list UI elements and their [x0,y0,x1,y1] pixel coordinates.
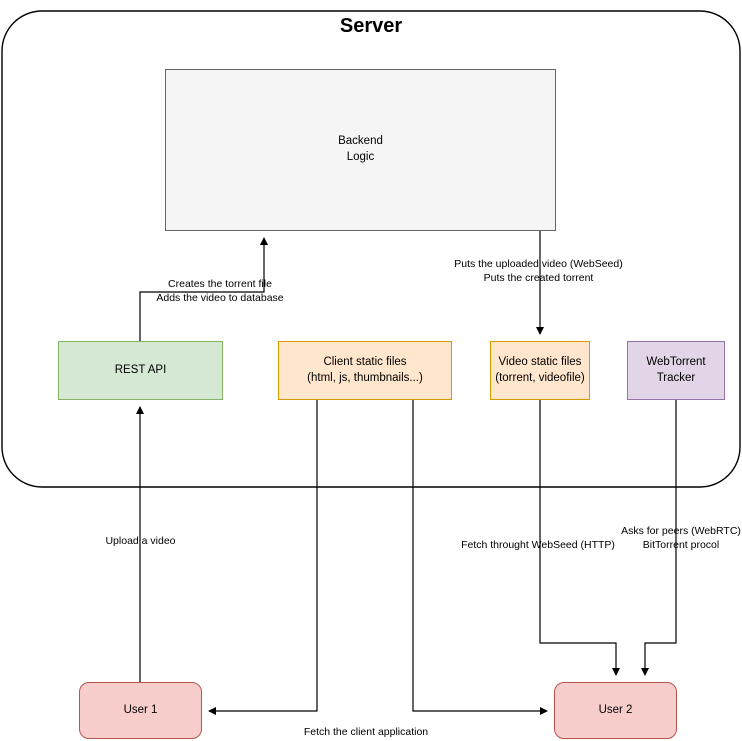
edge-label-fetch-webseed: Fetch throught WebSeed (HTTP) [461,539,615,551]
node-webtorrent-tracker[interactable]: WebTorrent Tracker [627,341,725,400]
node-client-static-files[interactable]: Client static files (html, js, thumbnail… [278,341,452,400]
node-video-static-files[interactable]: Video static files (torrent, videofile) [490,341,590,400]
edge-restapi-to-backend [139,237,268,341]
edge-label-fetch-client-app: Fetch the client application [303,726,429,738]
node-client-static-files-label: Client static files (html, js, thumbnail… [307,355,423,384]
edge-label-upload-video: Upload a video [105,535,176,547]
node-user-1-label: User 1 [123,703,158,716]
node-user-2[interactable]: User 2 [554,682,677,739]
node-backend-logic[interactable]: Backend Logic [165,69,556,231]
edge-tracker-to-user2 [641,400,677,676]
edge-label-puts-video: Puts the uploaded video (WebSeed) Puts t… [454,258,623,285]
edge-clientfiles-to-user1 [208,400,318,715]
edge-label-asks-peers: Asks for peers (WebRTC) BitTorrent proco… [621,525,741,552]
node-webtorrent-tracker-label: WebTorrent Tracker [646,355,706,384]
edge-label-create-torrent: Creates the torrent file Adds the video … [156,278,284,305]
node-video-static-files-label: Video static files (torrent, videofile) [495,355,585,384]
page-title: Server [339,15,403,37]
node-user-1[interactable]: User 1 [79,682,202,739]
edge-clientfiles-to-user2 [412,400,548,715]
edge-videofiles-to-user2 [539,400,620,676]
node-backend-logic-label: Backend Logic [338,135,383,163]
node-user-2-label: User 2 [598,703,633,716]
node-rest-api[interactable]: REST API [58,341,223,400]
node-rest-api-label: REST API [114,363,167,376]
